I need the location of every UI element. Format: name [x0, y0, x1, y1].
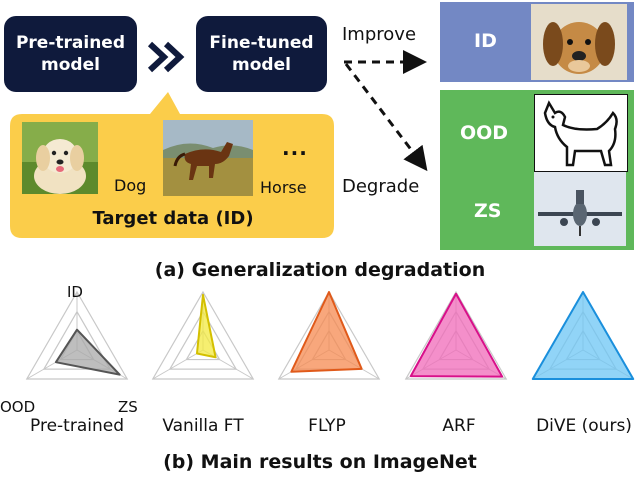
- method-label-flyp: FLYP: [308, 416, 346, 436]
- more-items-ellipsis: ...: [282, 136, 308, 160]
- method-label-pretrained: Pre-trained: [30, 416, 124, 436]
- radar-grid-pre-trained-0: [25, 290, 129, 380]
- horse-photo: [163, 120, 253, 196]
- dog-label: Dog: [114, 176, 147, 195]
- radar-grid-pre-trained-1: [42, 310, 112, 370]
- dog-sketch: [534, 94, 628, 172]
- dog-photo: [22, 122, 98, 194]
- radar-area-arf: [409, 292, 504, 378]
- radar-axis-label-id: ID: [67, 283, 83, 301]
- method-label-arf: ARF: [442, 416, 476, 436]
- radar-axis-vanilla-ft-ood: [152, 349, 204, 380]
- method-label-vanilla-ft: Vanilla FT: [162, 416, 244, 436]
- radar-grid-arf-0: [404, 290, 508, 380]
- pretrained-box-line-1: Pre-trained: [15, 33, 126, 53]
- radar-area-pre-trained: [54, 328, 121, 376]
- radar-area-vanilla-ft: [195, 293, 217, 359]
- id-panel-label: ID: [474, 30, 497, 52]
- radar-axis-label-zs: ZS: [118, 398, 138, 416]
- radar-charts: [25, 290, 635, 380]
- radar-grid-vanilla-ft-0: [151, 290, 255, 380]
- ood-panel-label: OOD: [460, 122, 509, 144]
- finetuned-model-box: Fine-tuned model: [196, 16, 327, 92]
- target-data-title: Target data (ID): [92, 208, 254, 229]
- zs-panel-label: ZS: [474, 200, 502, 222]
- radar-grid-flyp-0: [277, 290, 381, 380]
- degrade-label: Degrade: [342, 176, 420, 197]
- improve-degrade-arrows: [344, 50, 428, 172]
- puppy-photo: [531, 4, 627, 80]
- method-label-dive: DiVE (ours): [536, 416, 632, 436]
- caption-a: (a) Generalization degradation: [154, 259, 486, 281]
- radar-area-dive-ours: [531, 291, 635, 380]
- finetuned-box-line-1: Fine-tuned: [209, 33, 314, 53]
- radar-grid-vanilla-ft-1: [168, 310, 238, 370]
- double-chevron-icon: [147, 41, 185, 73]
- radar-axis-label-ood: OOD: [0, 398, 36, 416]
- pretrained-box-line-2: model: [41, 55, 100, 75]
- radar-area-flyp: [290, 291, 363, 373]
- finetuned-box-line-2: model: [232, 55, 291, 75]
- pretrained-model-box: Pre-trained model: [4, 16, 137, 92]
- airplane-photo: [534, 172, 626, 246]
- caption-b: (b) Main results on ImageNet: [163, 451, 477, 473]
- horse-label: Horse: [260, 178, 307, 197]
- improve-label: Improve: [342, 24, 417, 45]
